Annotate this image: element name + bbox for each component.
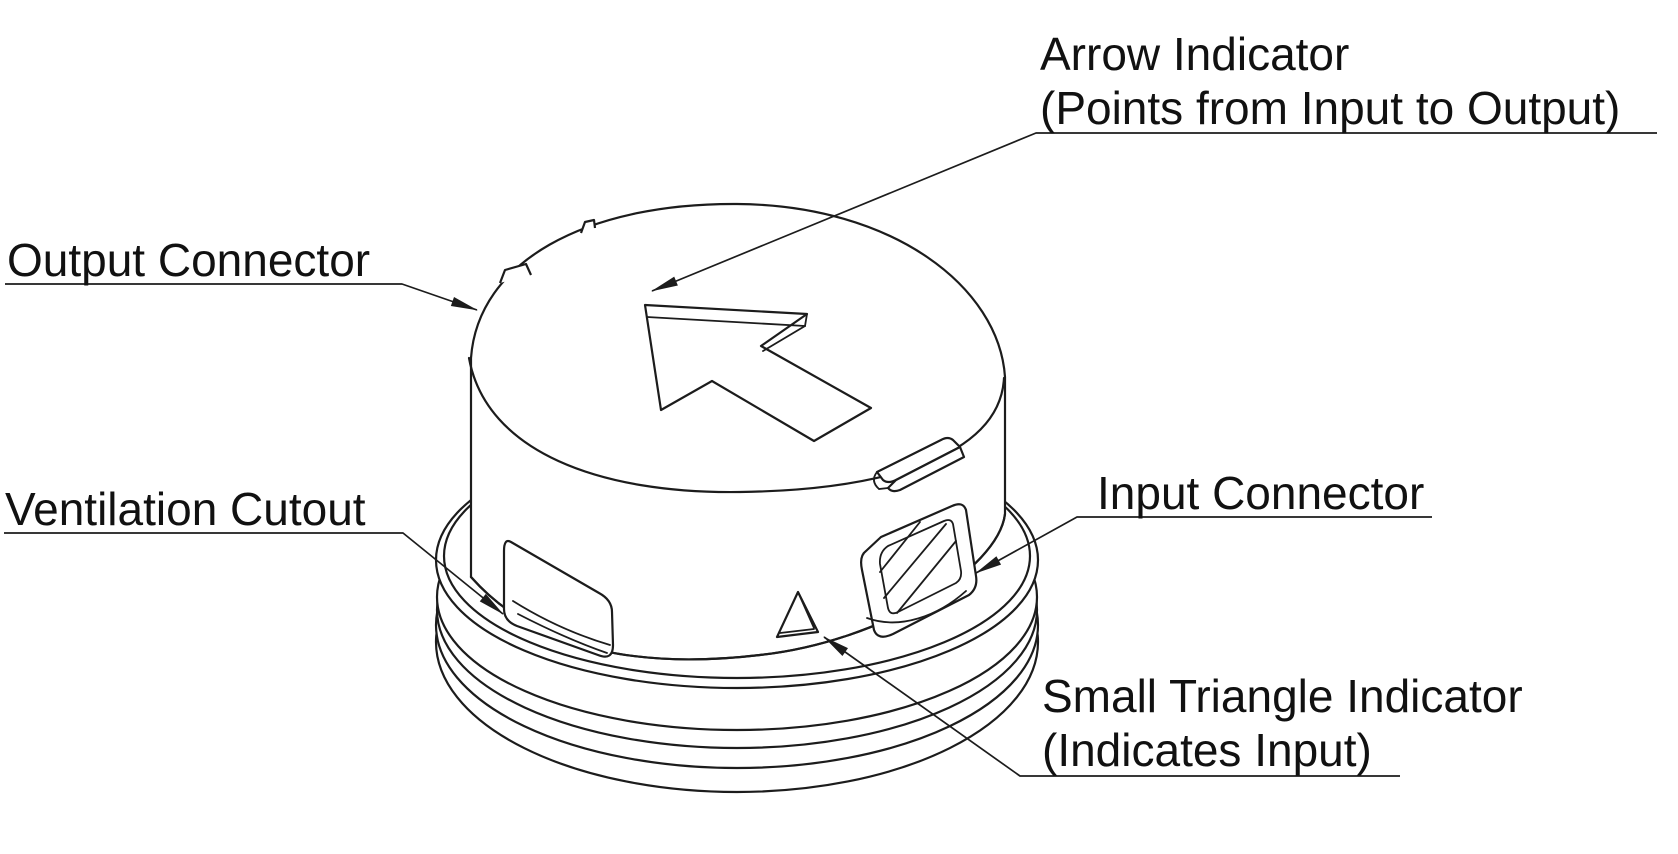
input-socket-blade-2 [896,540,957,614]
arrow-top-thickness-line [646,316,806,327]
label-ventilation-cutout: Ventilation Cutout [5,483,366,535]
top-face-front-rim [467,356,1006,494]
rim-nick [579,218,597,234]
input-socket-blade-3 [879,521,921,573]
input-connector-opening [860,503,978,638]
leader-small-triangle [823,636,1400,777]
vent-slot-inner-edge-2 [517,613,608,654]
leader-output-connector [5,283,478,311]
vent-slot-outline [502,539,615,658]
label-arrow-indicator-line2: (Points from Input to Output) [1040,82,1620,134]
triangle-bottom-inner-edge [779,628,815,634]
top-groove-left-cap [873,471,889,490]
triangle-outline [775,590,820,639]
arrow-base-thickness-line [762,325,806,352]
arrow-right-cap-line [804,313,808,327]
arrow-engraving [643,303,873,443]
input-socket-inner-outline [879,519,963,615]
input-socket-blade-1 [883,523,947,599]
label-small-triangle-line2: (Indicates Input) [1042,724,1372,776]
vent-slot-inner-edge-1 [512,600,611,646]
leader-input-connector [975,516,1432,574]
output-connector-rim-notches [498,218,597,284]
annotation-labels: Arrow Indicator (Points from Input to Ou… [5,28,1620,776]
label-small-triangle-line1: Small Triangle Indicator [1042,670,1523,722]
input-opening-bottom-ledge [866,590,967,624]
rim-bump [498,262,533,284]
leader-arrow-indicator [651,132,1657,292]
label-input-connector: Input Connector [1097,467,1424,519]
small-triangle-mark [775,590,820,639]
triangle-inner-edge [797,591,815,629]
label-output-connector: Output Connector [7,234,370,286]
top-groove [873,436,966,493]
leader-ventilation-cutout [4,532,504,615]
arrow-outline [643,303,873,443]
label-arrow-indicator-line1: Arrow Indicator [1040,28,1349,80]
leader-lines [4,132,1657,777]
ventilation-cutout-slot [502,539,615,658]
